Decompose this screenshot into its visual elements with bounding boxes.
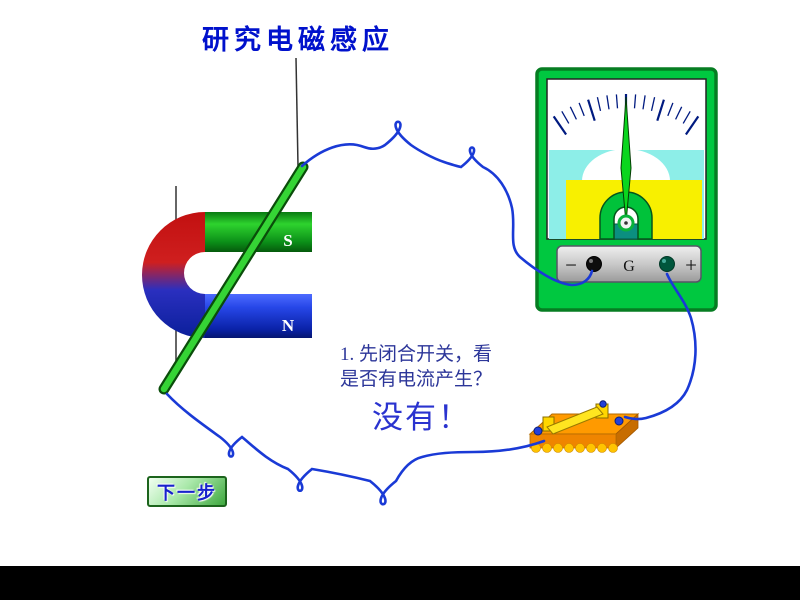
magnet-south-label: S — [283, 231, 292, 250]
next-step-button[interactable]: 下一步 — [147, 476, 227, 507]
meter-g-label: G — [623, 258, 635, 275]
instruction-text: 1. 先闭合开关，看 是否有电流产生？ — [340, 342, 520, 392]
galvanometer: − G + — [535, 67, 718, 312]
magnet-north-label: N — [282, 316, 295, 335]
meter-minus-label: − — [565, 253, 577, 277]
conductor-rod — [158, 161, 309, 395]
switch-lever — [546, 406, 604, 435]
terminal-highlight — [589, 259, 593, 263]
switch-terminal-right — [614, 416, 624, 426]
instruction-line-1: 1. 先闭合开关，看 — [340, 344, 493, 365]
terminal-highlight-2 — [662, 259, 666, 263]
knife-switch — [528, 400, 640, 453]
meter-magnet-arch — [599, 191, 653, 240]
meter-plus-label: + — [685, 253, 697, 277]
page-title: 研究电磁感应 — [202, 25, 394, 55]
wire-switch-to-rod — [165, 392, 546, 506]
instruction-line-2: 是否有电流产生？ — [340, 369, 493, 390]
answer-text: 没有！ — [372, 400, 471, 435]
support-string-right — [295, 57, 299, 167]
switch-terminal-left — [533, 426, 543, 436]
bottom-black-bar — [0, 566, 800, 600]
meter-scale-ticks — [552, 94, 700, 136]
switch-scallops — [531, 443, 618, 453]
meter-pivot-dot — [624, 221, 628, 225]
wire-meter-to-switch — [623, 272, 697, 421]
magnet-bend — [142, 212, 205, 338]
meter-terminal-negative — [586, 256, 602, 272]
meter-terminal-panel — [556, 245, 702, 283]
wire-rod-to-meter — [300, 120, 594, 287]
horseshoe-magnet: S N — [142, 212, 312, 338]
meter-terminal-positive — [659, 256, 675, 272]
switch-terminal-top — [599, 400, 607, 408]
